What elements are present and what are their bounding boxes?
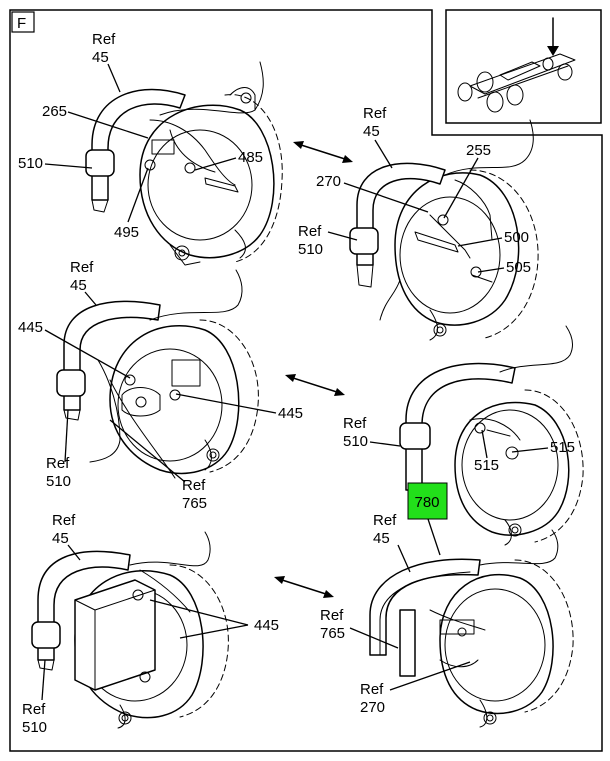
svg-text:45: 45 (373, 530, 390, 547)
callout-500: 500 (504, 229, 529, 246)
callout-445: 445 (18, 319, 43, 336)
callout-270: 270 (316, 173, 341, 190)
leader-lines (41, 63, 549, 701)
svg-text:Ref: Ref (92, 31, 116, 48)
svg-text:Ref: Ref (22, 701, 46, 718)
svg-text:Ref: Ref (360, 681, 384, 698)
callout-510: 510 (18, 155, 43, 172)
svg-text:510: 510 (46, 473, 71, 490)
callout-ref-510: Ref 510 (22, 701, 47, 736)
callout-495: 495 (114, 224, 139, 241)
view-tag-box: F (11, 11, 35, 33)
alternator-view-5 (31, 531, 229, 729)
callout-ref-510: Ref 510 (343, 415, 368, 450)
svg-text:Ref: Ref (52, 512, 76, 529)
svg-text:510: 510 (343, 433, 368, 450)
callout-ref-45: Ref 45 (92, 31, 116, 66)
svg-text:Ref: Ref (343, 415, 367, 432)
diagram-frame (9, 9, 603, 752)
part-780-highlight[interactable]: 780 (407, 482, 448, 520)
alternator-view-3 (56, 269, 259, 479)
svg-text:Ref: Ref (46, 455, 70, 472)
svg-text:Ref: Ref (298, 223, 322, 240)
svg-text:45: 45 (92, 49, 109, 66)
callout-445: 445 (254, 617, 279, 634)
svg-text:Ref: Ref (182, 477, 206, 494)
svg-text:45: 45 (363, 123, 380, 140)
callout-515: 515 (474, 457, 499, 474)
svg-text:510: 510 (22, 719, 47, 736)
view-tag-label: F (17, 15, 26, 32)
double-headed-arrow-icon (293, 141, 353, 163)
callout-ref-45: Ref 45 (363, 105, 387, 140)
callout-445: 445 (278, 405, 303, 422)
alternator-view-1 (85, 61, 283, 266)
svg-text:Ref: Ref (363, 105, 387, 122)
callout-485: 485 (238, 149, 263, 166)
callout-ref-270: Ref 270 (360, 681, 385, 716)
callout-265: 265 (42, 103, 67, 120)
svg-text:510: 510 (298, 241, 323, 258)
svg-text:Ref: Ref (373, 512, 397, 529)
callout-ref-765: Ref 765 (320, 607, 345, 642)
double-headed-arrow-icon (274, 576, 334, 598)
callout-ref-45: Ref 45 (52, 512, 76, 547)
callout-ref-510: Ref 510 (46, 455, 71, 490)
truck-chassis-icon (445, 9, 602, 124)
callout-ref-765: Ref 765 (182, 477, 207, 512)
callout-505: 505 (506, 259, 531, 276)
svg-text:45: 45 (70, 277, 87, 294)
leader-line (427, 518, 441, 556)
svg-text:Ref: Ref (320, 607, 344, 624)
svg-text:270: 270 (360, 699, 385, 716)
double-headed-arrow-icon (285, 374, 345, 396)
svg-text:765: 765 (182, 495, 207, 512)
callout-ref-510: Ref 510 (298, 223, 323, 258)
alternator-view-6 (369, 529, 574, 728)
callout-ref-45: Ref 45 (373, 512, 397, 547)
svg-text:45: 45 (52, 530, 69, 547)
part-780-label: 780 (414, 494, 439, 511)
callout-ref-45: Ref 45 (70, 259, 94, 294)
svg-text:Ref: Ref (70, 259, 94, 276)
svg-text:765: 765 (320, 625, 345, 642)
callout-515: 515 (550, 439, 575, 456)
callout-255: 255 (466, 142, 491, 159)
